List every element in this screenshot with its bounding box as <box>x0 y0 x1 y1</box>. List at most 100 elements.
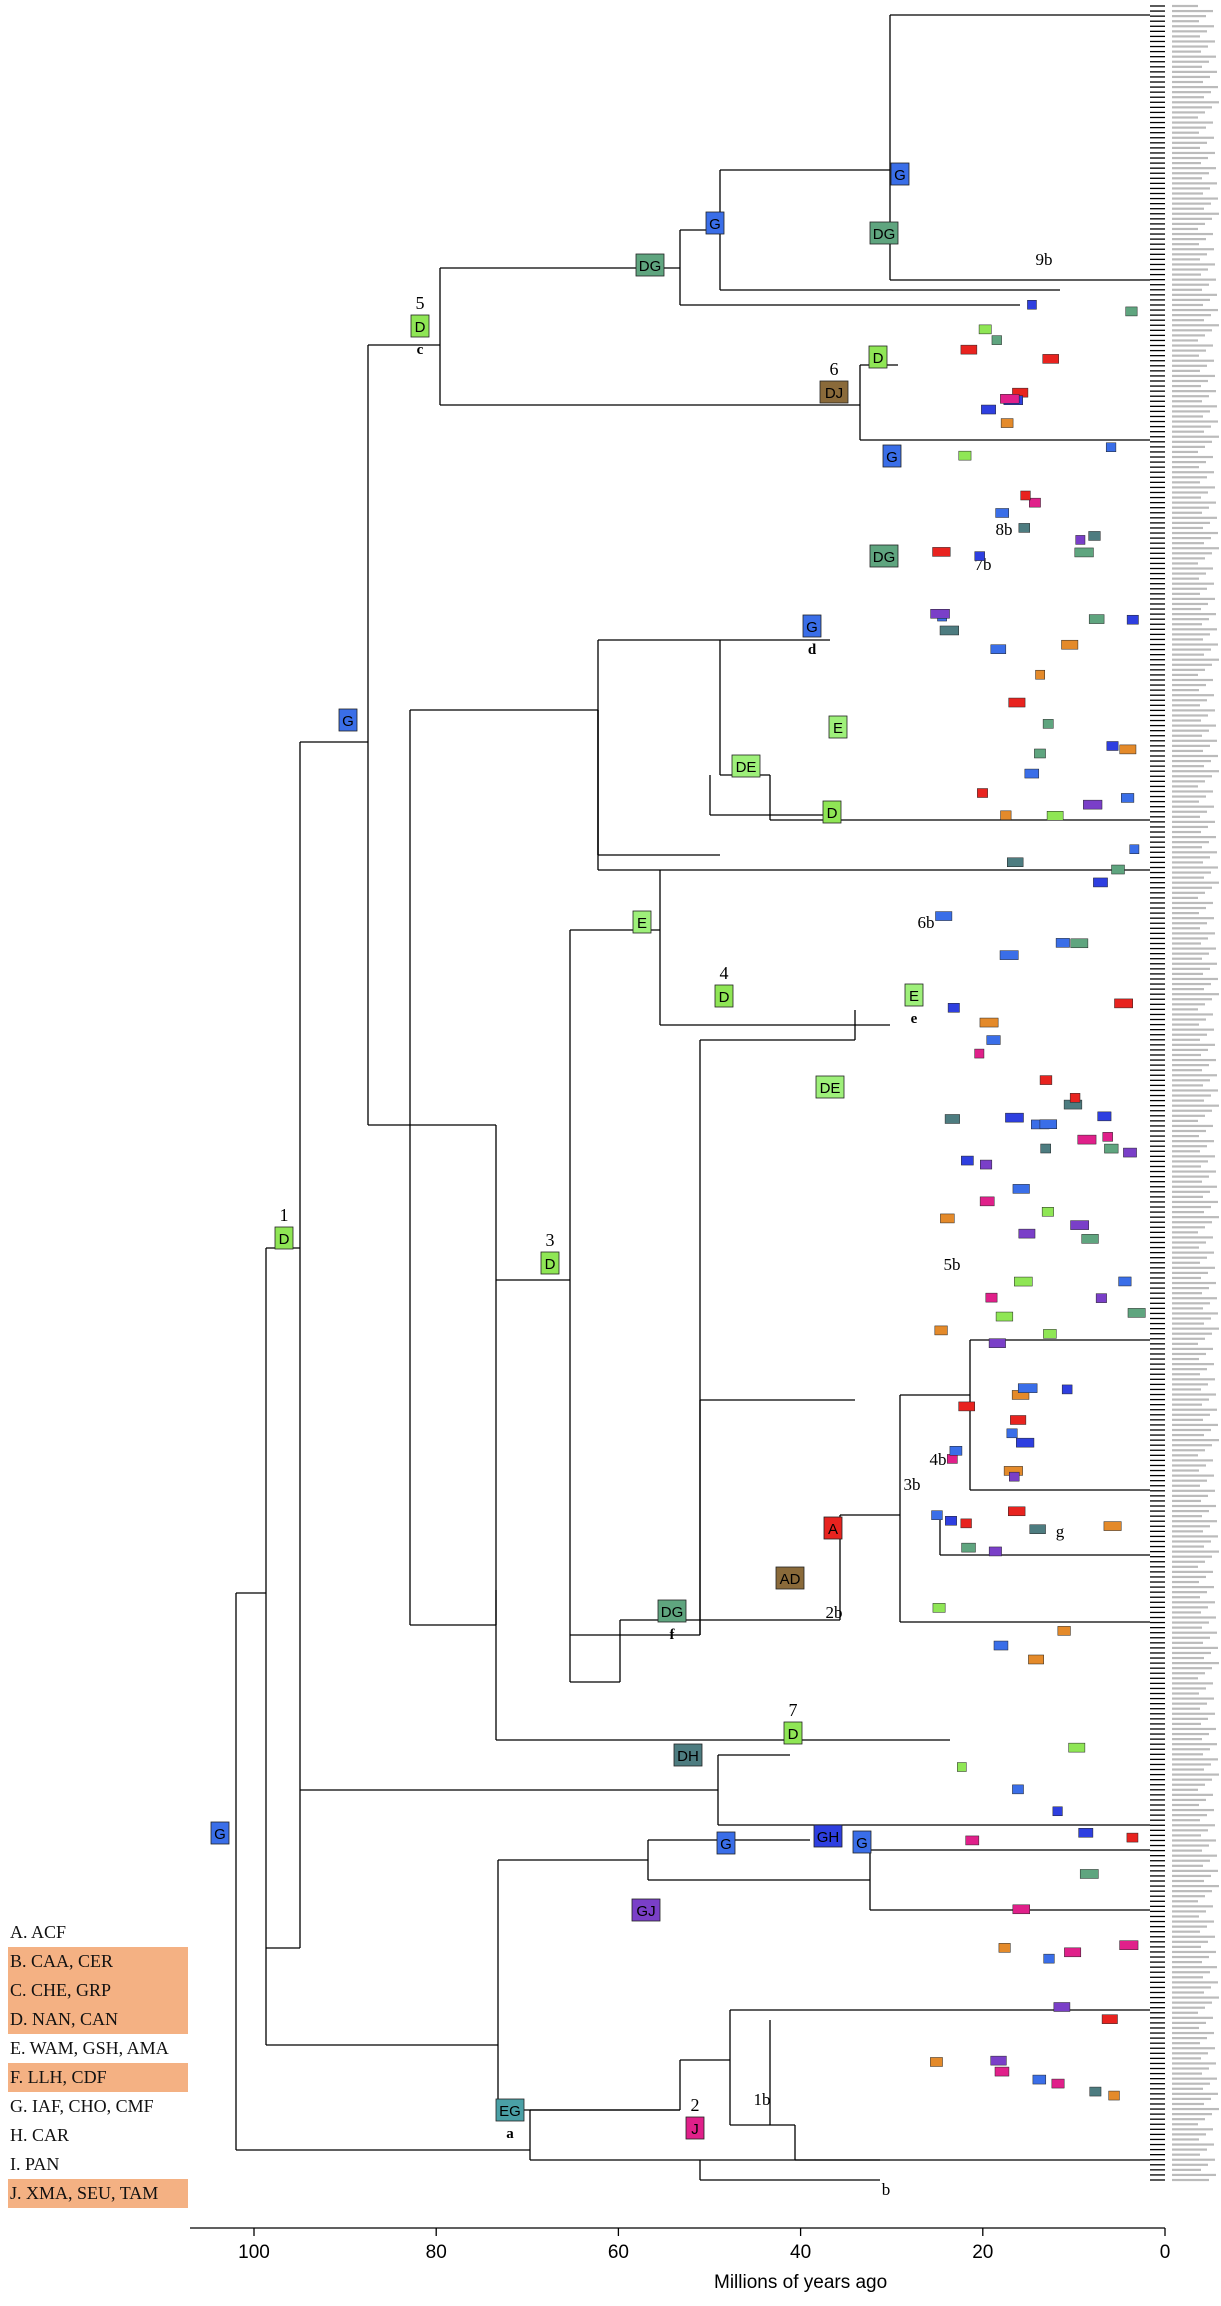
tip-label <box>1172 1996 1219 1999</box>
tip-state-box <box>990 644 1007 654</box>
tip-label <box>1172 1489 1215 1492</box>
tip-label <box>1172 1854 1217 1857</box>
tip-label <box>1172 1844 1209 1847</box>
tip-label <box>1172 1570 1213 1573</box>
tip-label <box>1172 597 1215 601</box>
tip-label <box>1172 430 1204 433</box>
node-box <box>274 1226 294 1250</box>
tip-state-box <box>1018 523 1030 533</box>
node-label: G <box>886 449 898 466</box>
tip-label <box>1172 167 1216 170</box>
tip-label <box>1172 141 1207 144</box>
tip-label <box>1172 151 1215 155</box>
tip-label <box>1172 536 1211 540</box>
tip-label <box>1172 1069 1202 1072</box>
tip-label <box>1172 1560 1205 1563</box>
tip-label <box>1172 2163 1208 2166</box>
tip-label <box>1172 932 1215 935</box>
tip-state-box <box>944 1114 960 1124</box>
tip-state-box <box>1083 799 1103 810</box>
tip-state-box <box>1123 1147 1137 1158</box>
tip-label <box>1172 577 1199 580</box>
tip-label <box>1172 96 1204 99</box>
tip-label <box>1172 15 1206 18</box>
tip-state-box <box>1119 744 1137 755</box>
tip-label <box>1172 273 1201 276</box>
tip-label <box>1172 1864 1203 1867</box>
tip-label <box>1172 1960 1202 1964</box>
tip-label <box>1172 1829 1208 1832</box>
node-label: DE <box>820 1080 841 1097</box>
tip-label <box>1172 91 1211 94</box>
tip-label <box>1172 1910 1206 1913</box>
tip-label <box>1172 1656 1204 1660</box>
tip-label <box>1172 60 1209 63</box>
tip-label <box>1172 415 1203 418</box>
tip-label <box>1172 1251 1214 1254</box>
tip-label <box>1172 1966 1217 1969</box>
tip-label <box>1172 400 1202 403</box>
tip-label <box>1172 146 1200 149</box>
tip-label <box>1172 344 1213 347</box>
tip-state-box <box>1070 938 1089 949</box>
tip-state-box <box>974 1048 985 1059</box>
tip-label <box>1172 648 1211 651</box>
tip-label <box>1172 1008 1198 1011</box>
tip-label <box>1172 85 1218 89</box>
tip-label <box>1172 314 1211 317</box>
tip-state-box <box>1000 394 1020 404</box>
tip-label <box>1172 1981 1218 1984</box>
tip-label <box>1172 248 1214 251</box>
tip-label <box>1172 694 1214 697</box>
tip-label <box>1172 790 1213 793</box>
tip-label <box>1172 1190 1210 1193</box>
tip-label <box>1172 765 1204 768</box>
tip-label <box>1172 1160 1208 1163</box>
tip-label <box>1172 977 1218 981</box>
tip-label <box>1172 582 1214 585</box>
tip-label <box>1172 1256 1207 1259</box>
x-axis-tick-label: 80 <box>426 2242 447 2263</box>
tip-state-box <box>993 1640 1009 1651</box>
node-letter: f <box>670 1627 676 1643</box>
tip-label <box>1172 379 1208 383</box>
tip-label <box>1172 1464 1206 1467</box>
tip-label <box>1172 2097 1211 2101</box>
tip-state-box <box>932 1603 946 1613</box>
tip-state-box <box>1024 768 1040 779</box>
tip-label <box>1172 993 1219 996</box>
tip-state-box <box>1035 669 1046 680</box>
node-box <box>338 708 358 732</box>
tip-label <box>1172 106 1212 109</box>
tip-state-box <box>977 788 988 798</box>
tip-label <box>1172 1753 1203 1756</box>
tip-label <box>1172 2006 1205 2009</box>
node-box <box>852 1830 872 1854</box>
tip-label <box>1172 1104 1219 1107</box>
tip-label <box>1172 744 1210 747</box>
tip-label <box>1172 2062 1216 2065</box>
tip-label <box>1172 1707 1200 1710</box>
tip-state-box <box>1088 614 1105 624</box>
tip-label <box>1172 1667 1212 1670</box>
tip-label <box>1172 35 1200 38</box>
tip-label <box>1172 1079 1210 1082</box>
tip-state-box <box>960 344 978 355</box>
tip-state-box <box>1053 2002 1071 2012</box>
node-box <box>775 1566 805 1590</box>
tip-label <box>1172 1535 1218 1538</box>
legend-item-j: J. XMA, SEU, TAM <box>8 2179 188 2208</box>
node-box <box>495 2098 525 2122</box>
tip-label <box>1172 1388 1201 1391</box>
tip-state-box <box>1077 1134 1097 1145</box>
tip-label <box>1172 896 1198 899</box>
tip-state-box <box>1097 1111 1112 1122</box>
tip-label <box>1172 1925 1207 1928</box>
tip-label <box>1172 1418 1203 1421</box>
legend-item-f: F. LLH, CDF <box>8 2063 188 2092</box>
tip-label <box>1172 1824 1215 1827</box>
tip-label <box>1172 308 1218 312</box>
tip-label <box>1172 1900 1198 1903</box>
tip-state-box <box>1042 354 1059 364</box>
tip-label <box>1172 1474 1214 1477</box>
